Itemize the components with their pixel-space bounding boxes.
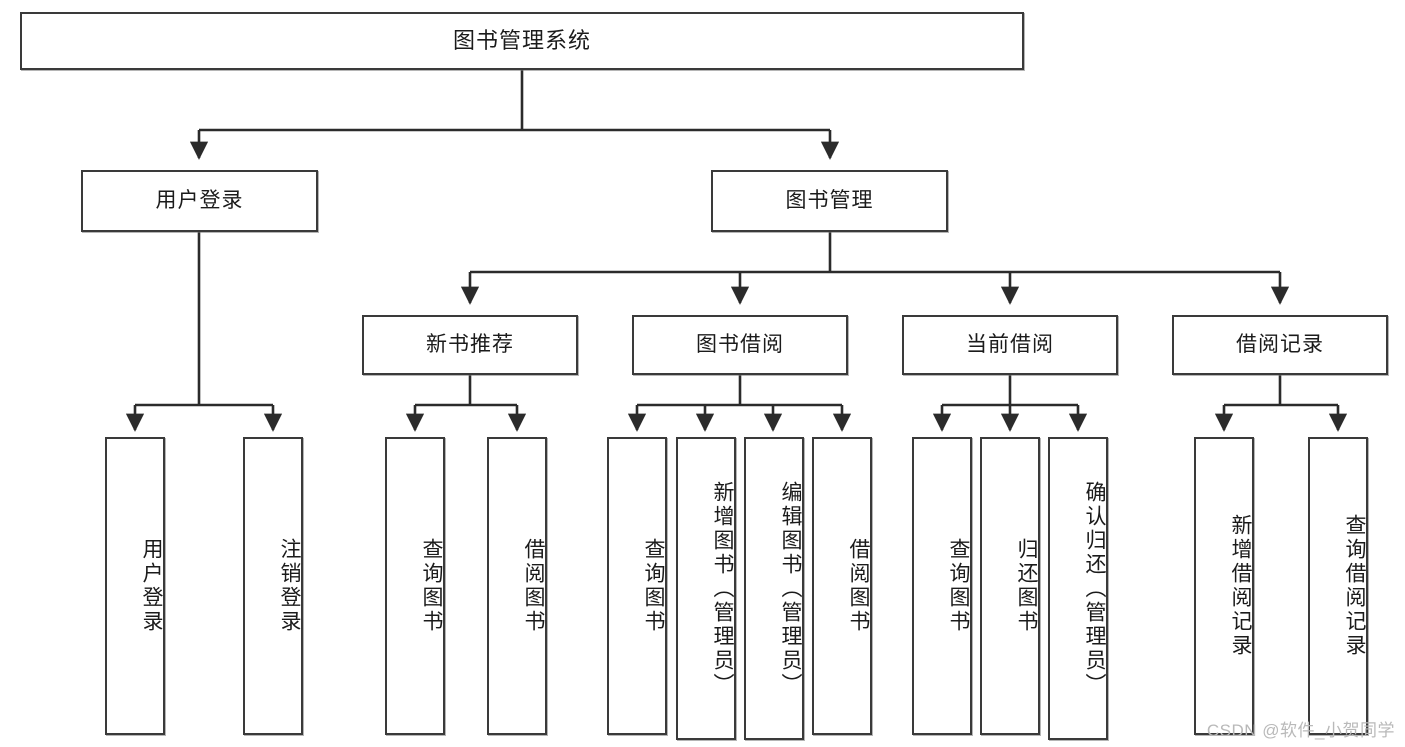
leaf-borrow-edit-book-label: 编辑图书（管理员）: [779, 480, 802, 697]
leaf-borrow-query-book[interactable]: 查询图书: [607, 437, 667, 735]
leaf-current-return-book-label: 归还图书: [1015, 538, 1038, 634]
node-user-login[interactable]: 用户登录: [81, 170, 318, 232]
leaf-recommend-query-book[interactable]: 查询图书: [385, 437, 445, 735]
leaf-record-query[interactable]: 查询借阅记录: [1308, 437, 1368, 735]
node-borrow-record[interactable]: 借阅记录: [1172, 315, 1388, 375]
leaf-current-return-book[interactable]: 归还图书: [980, 437, 1040, 735]
leaf-current-query-book[interactable]: 查询图书: [912, 437, 972, 735]
leaf-recommend-borrow-book-label: 借阅图书: [522, 538, 545, 634]
leaf-borrow-add-book-label: 新增图书（管理员）: [711, 480, 734, 697]
csdn-watermark: CSDN @软件_小贺同学: [1206, 721, 1395, 740]
node-book-borrow[interactable]: 图书借阅: [632, 315, 848, 375]
node-book-borrow-label: 图书借阅: [696, 333, 784, 357]
leaf-current-query-book-label: 查询图书: [947, 538, 970, 634]
node-new-book-recommend[interactable]: 新书推荐: [362, 315, 578, 375]
leaf-current-confirm-return-label: 确认归还（管理员）: [1083, 480, 1106, 697]
leaf-record-add[interactable]: 新增借阅记录: [1194, 437, 1254, 735]
leaf-user-login[interactable]: 用户登录: [105, 437, 165, 735]
leaf-current-confirm-return[interactable]: 确认归还（管理员）: [1048, 437, 1108, 740]
leaf-user-login-label: 用户登录: [140, 538, 163, 634]
node-borrow-record-label: 借阅记录: [1236, 333, 1324, 357]
leaf-borrow-add-book[interactable]: 新增图书（管理员）: [676, 437, 736, 740]
leaf-recommend-borrow-book[interactable]: 借阅图书: [487, 437, 547, 735]
node-root-label: 图书管理系统: [452, 27, 591, 53]
node-user-login-label: 用户登录: [155, 189, 244, 213]
node-book-management-label: 图书管理: [785, 189, 874, 213]
node-current-borrow[interactable]: 当前借阅: [902, 315, 1118, 375]
leaf-borrow-edit-book[interactable]: 编辑图书（管理员）: [744, 437, 804, 740]
leaf-record-query-label: 查询借阅记录: [1343, 514, 1366, 658]
leaf-borrow-query-book-label: 查询图书: [642, 538, 665, 634]
node-current-borrow-label: 当前借阅: [966, 333, 1054, 357]
leaf-borrow-borrow-book-label: 借阅图书: [847, 538, 870, 634]
leaf-user-logout-label: 注销登录: [278, 538, 301, 634]
leaf-record-add-label: 新增借阅记录: [1229, 514, 1252, 658]
node-root[interactable]: 图书管理系统: [20, 12, 1024, 70]
leaf-recommend-query-book-label: 查询图书: [420, 538, 443, 634]
node-new-book-recommend-label: 新书推荐: [426, 333, 514, 357]
leaf-user-logout[interactable]: 注销登录: [243, 437, 303, 735]
node-book-management[interactable]: 图书管理: [711, 170, 948, 232]
leaf-borrow-borrow-book[interactable]: 借阅图书: [812, 437, 872, 735]
